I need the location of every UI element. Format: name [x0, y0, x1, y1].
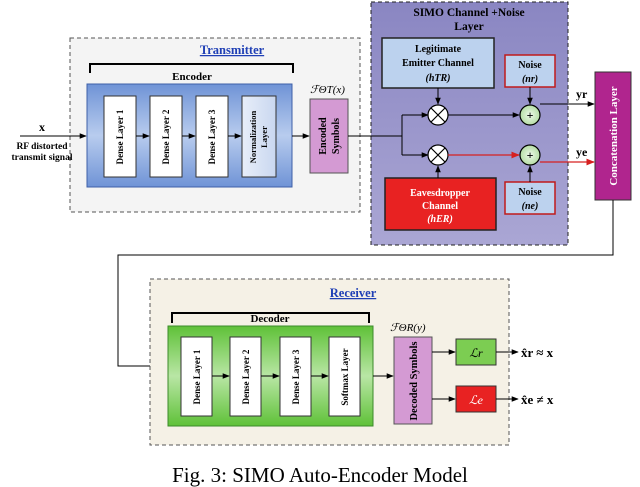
input-x: x — [39, 120, 45, 134]
concat-layer — [594, 71, 632, 201]
decoder-brace — [171, 312, 370, 323]
normalization-layer — [241, 95, 277, 178]
decoded-symbols-label: Decoded Symbols — [409, 341, 420, 420]
dec-dense-layer-1-label: Dense Layer 1 — [192, 349, 202, 404]
encoded-symbols-label-2: Symbols — [331, 118, 342, 154]
concat-label: Concatenation Layer — [608, 86, 620, 185]
add-r-node — [519, 104, 541, 126]
encoder-brace — [89, 63, 294, 73]
rf-label-2: transmit signal — [12, 153, 73, 163]
channel-title-2: Layer — [454, 21, 483, 33]
noise-e-label-1: Noise — [518, 187, 542, 198]
decoded-symbols-box — [393, 336, 433, 425]
yr-label: yr — [576, 87, 588, 101]
enc-dense-layer-2-label: Dense Layer 2 — [161, 109, 171, 164]
normalization-label-2: Layer — [259, 126, 269, 148]
transmitter-title: Transmitter — [200, 43, 265, 57]
rf-label-1: RF distorted — [16, 142, 68, 152]
dec-dense-layer-1 — [180, 336, 213, 417]
add-e-icon: + — [527, 148, 534, 162]
decoder-label: Decoder — [250, 313, 289, 325]
encoded-symbols-box — [309, 98, 349, 174]
softmax-layer — [328, 336, 361, 417]
figure-caption: Fig. 3: SIMO Auto-Encoder Model — [172, 463, 468, 487]
channel-title-1: SIMO Channel +Noise — [413, 7, 524, 19]
dec-dense-layer-3 — [279, 336, 312, 417]
noise-e-box — [504, 181, 556, 215]
encoded-symbols-label-1: Encoded — [318, 117, 329, 155]
encoder-label: Encoder — [172, 71, 212, 83]
enc-dense-layer-3-label: Dense Layer 3 — [207, 109, 217, 164]
loss-e-label: ℒe — [469, 393, 484, 407]
normalization-label-1: Normalization — [248, 111, 258, 164]
multiply-e-icon — [430, 147, 446, 163]
eve-label-1: Eavesdropper — [410, 188, 470, 199]
add-e-node — [519, 144, 541, 166]
eve-channel-box — [384, 177, 497, 231]
noise-r-label-1: Noise — [518, 60, 542, 71]
enc-dense-layer-3 — [195, 95, 229, 178]
eve-label-2: Channel — [422, 201, 458, 212]
noise-r-label-2: (nr) — [522, 74, 538, 85]
ye-label: ye — [576, 145, 588, 159]
feedback-path — [117, 200, 614, 369]
add-r-icon: + — [527, 108, 534, 122]
output-r-label: x̂r ≈ x — [521, 345, 554, 360]
eve-label-3: (hER) — [427, 214, 453, 225]
legit-label-3: (hTR) — [426, 73, 451, 84]
loss-e-box — [455, 385, 497, 413]
receiver-title: Receiver — [330, 286, 377, 300]
noise-e-label-2: (ne) — [522, 201, 539, 212]
legit-channel-box — [381, 37, 495, 89]
input-block: x RF distorted transmit signal — [12, 120, 87, 163]
receiver-block: Receiver Decoder Dense Layer 1 Dense Lay… — [149, 278, 554, 446]
noise-r-box — [504, 54, 556, 88]
dec-dense-layer-3-label: Dense Layer 3 — [291, 349, 301, 404]
transmitter-block: Transmitter Encoder Dense Layer 1 Dense … — [69, 37, 361, 213]
channel-block: SIMO Channel +Noise Layer Legitimate Emi… — [348, 1, 595, 246]
multiply-r-icon — [430, 107, 446, 123]
decoder-function-label: ℱΘR(y) — [390, 322, 426, 334]
legit-label-2: Emitter Channel — [402, 58, 474, 69]
enc-dense-layer-1-label: Dense Layer 1 — [115, 109, 125, 164]
dec-dense-layer-2 — [229, 336, 262, 417]
loss-r-box — [455, 338, 497, 366]
dec-dense-layer-2-label: Dense Layer 2 — [241, 349, 251, 404]
output-e-label: x̂e ≠ x — [521, 392, 554, 407]
concat-block: Concatenation Layer — [117, 71, 632, 369]
legit-label-1: Legitimate — [415, 44, 462, 55]
loss-r-label: ℒr — [469, 346, 483, 360]
encoder-function-label: ℱΘT(x) — [310, 84, 345, 96]
softmax-label: Softmax Layer — [340, 348, 350, 405]
enc-dense-layer-2 — [149, 95, 183, 178]
